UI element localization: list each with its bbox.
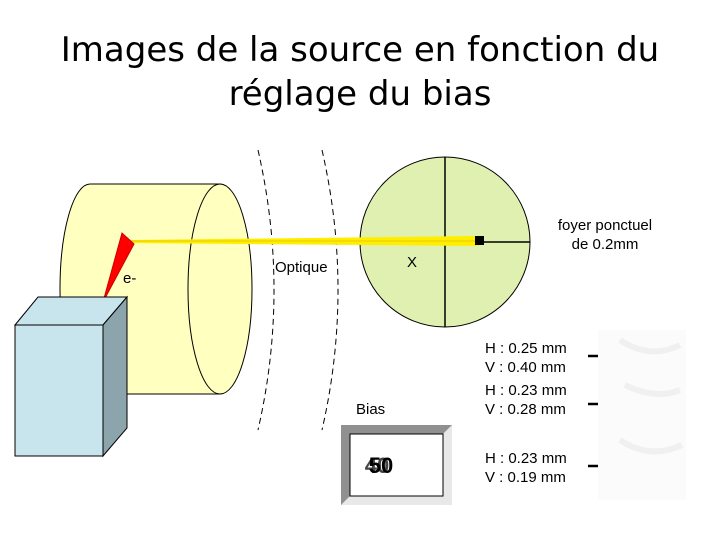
source-cylinder-face [187, 183, 253, 395]
gun-box-front [14, 324, 104, 457]
title-line-1: Images de la source en fonction du [60, 30, 660, 70]
gun-box-side [102, 295, 128, 458]
electron-spark [102, 232, 135, 303]
optique-label: Optique [275, 259, 328, 276]
page-title: Images de la source en fonction du régla… [0, 28, 720, 116]
focus-caption: foyer ponctuel de 0.2mm [540, 216, 670, 254]
source-image-thumbnails [598, 330, 686, 500]
optique-lens-left [257, 149, 275, 431]
measurement-1-v: V : 0.40 mm [485, 359, 566, 376]
bias-value: 50 [368, 453, 394, 478]
electron-label: e- [123, 270, 137, 287]
bias-display-box [341, 425, 452, 505]
bias-value-back: 40 [364, 453, 390, 478]
measurement-2: H : 0.23 mm V : 0.28 mm [485, 381, 567, 419]
title-line-2: réglage du bias [228, 74, 492, 114]
bias-label: Bias [356, 401, 386, 418]
measurement-1: H : 0.25 mm V : 0.40 mm [485, 339, 567, 377]
optique-lens-right [321, 149, 339, 431]
measurement-2-h: H : 0.23 mm [485, 382, 567, 399]
measurement-3-v: V : 0.19 mm [485, 469, 566, 486]
measurement-1-h: H : 0.25 mm [485, 340, 567, 357]
source-image-ghost [618, 337, 684, 455]
focus-caption-line-1: foyer ponctuel [557, 217, 653, 234]
measurement-3: H : 0.23 mm V : 0.19 mm [485, 449, 567, 487]
measurement-2-v: V : 0.28 mm [485, 401, 566, 418]
axis-x-label: X [407, 254, 418, 271]
focus-spot [475, 236, 484, 245]
measurement-3-h: H : 0.23 mm [485, 450, 567, 467]
focus-caption-line-2: de 0.2mm [571, 236, 639, 253]
